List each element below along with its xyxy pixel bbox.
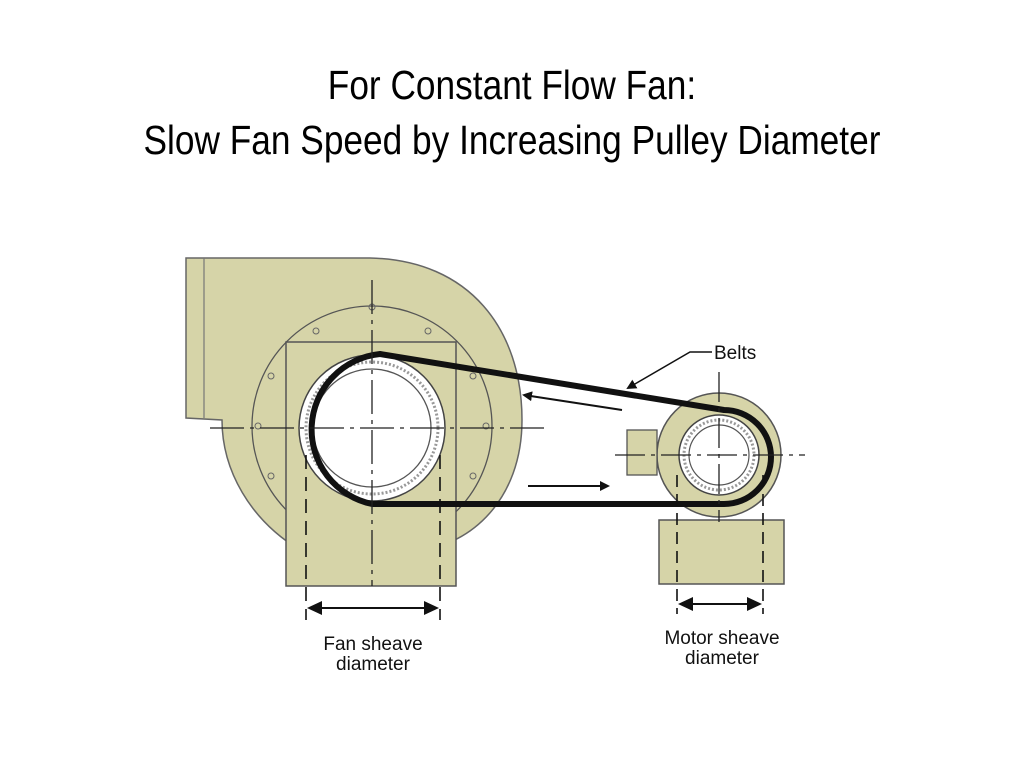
- belts-label: Belts: [714, 343, 756, 364]
- belt-direction-arrows: [522, 391, 623, 491]
- fan-sheave-label-line2: diameter: [336, 654, 411, 675]
- motor-sheave-extension-lines: [676, 475, 764, 614]
- motor-sheave-label-line2: diameter: [685, 648, 760, 669]
- flange-bolts: [254, 303, 490, 480]
- belts-leader-line: [626, 351, 712, 390]
- fan-center-lines: [210, 280, 545, 586]
- motor-center-lines: [615, 372, 805, 522]
- motor-sheave-label-line1: Motor sheave: [664, 628, 779, 649]
- title-line-1: For Constant Flow Fan:: [327, 62, 697, 108]
- slide-title: For Constant Flow Fan: Slow Fan Speed by…: [0, 58, 1024, 168]
- fan-sheave-dimension: [307, 601, 439, 615]
- title-line-2: Slow Fan Speed by Increasing Pulley Diam…: [143, 117, 881, 163]
- motor-terminal-box: [626, 429, 658, 476]
- fan-sheave-extension-lines: [305, 455, 441, 620]
- motor-sheave-dimension: [678, 597, 762, 611]
- fan-sheave-label-line1: Fan sheave: [323, 634, 422, 655]
